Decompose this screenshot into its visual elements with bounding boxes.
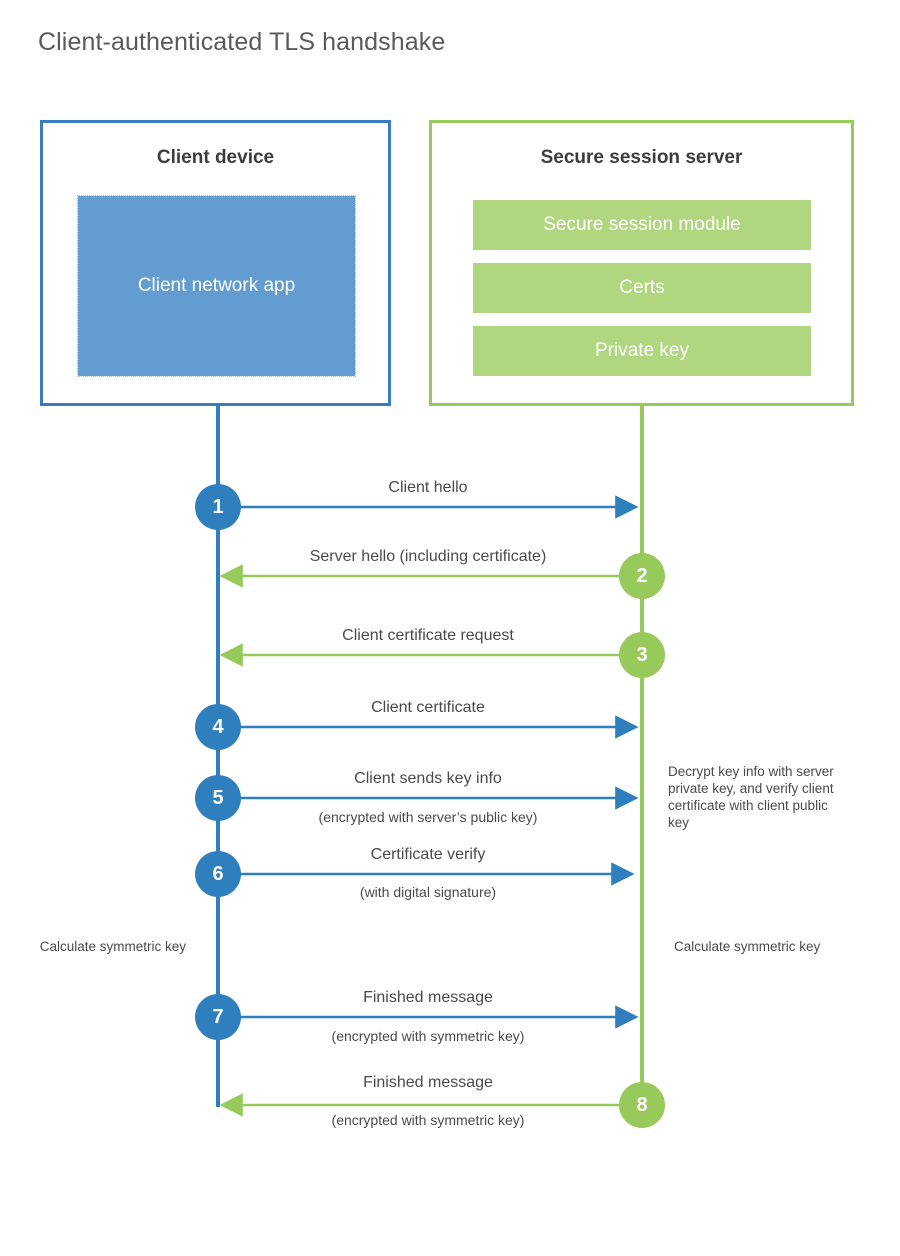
step-circle-8[interactable]: 8 — [619, 1082, 665, 1128]
message-label-step-3: Client certificate request — [342, 627, 514, 644]
message-label-step-7: Finished message — [363, 989, 493, 1006]
message-sublabel-step-5: (encrypted with server’s public key) — [318, 809, 538, 825]
step-circle-6[interactable]: 6 — [195, 851, 241, 897]
server-calculate-symmetric-key-note: Calculate symmetric key — [674, 939, 821, 954]
message-label-step-2: Server hello (including certificate) — [309, 548, 547, 565]
step-circle-5[interactable]: 5 — [195, 775, 241, 821]
message-label-step-6: Certificate verify — [370, 846, 486, 863]
server-component-private-key: Private key — [473, 326, 811, 376]
step-circle-1[interactable]: 1 — [195, 484, 241, 530]
message-sublabel-step-8: (encrypted with symmetric key) — [331, 1112, 525, 1128]
message-label-step-8: Finished message — [363, 1074, 493, 1091]
server-component-label: Secure session module — [543, 214, 741, 235]
step-circle-7[interactable]: 7 — [195, 994, 241, 1040]
step-number: 7 — [212, 1005, 224, 1028]
step-circle-3[interactable]: 3 — [619, 632, 665, 678]
message-sublabel-step-7: (encrypted with symmetric key) — [331, 1028, 525, 1044]
server-component-label: Private key — [595, 340, 689, 361]
server-decrypt-note: Decrypt key info with server private key… — [668, 764, 834, 830]
message-label-step-4: Client certificate — [371, 699, 485, 716]
step-number: 4 — [212, 715, 224, 738]
step-number: 2 — [636, 564, 648, 587]
client-network-app-box: Client network app — [77, 195, 356, 377]
client-lifeline — [216, 404, 220, 1107]
step-number: 6 — [212, 862, 224, 885]
server-component-secure-session-module: Secure session module — [473, 200, 811, 250]
server-component-label: Certs — [619, 277, 665, 298]
secure-session-server-title: Secure session server — [540, 147, 743, 168]
secure-session-server-box: Secure session server Secure session mod… — [429, 120, 854, 406]
message-label-step-1: Client hello — [388, 479, 468, 496]
step-number: 8 — [636, 1093, 648, 1116]
step-circle-4[interactable]: 4 — [195, 704, 241, 750]
message-label-step-5: Client sends key info — [354, 770, 502, 787]
step-circle-2[interactable]: 2 — [619, 553, 665, 599]
message-sublabel-step-6: (with digital signature) — [359, 884, 497, 900]
step-number: 1 — [212, 495, 224, 518]
client-device-title: Client device — [156, 147, 275, 168]
server-component-certs: Certs — [473, 263, 811, 313]
step-number: 5 — [212, 786, 224, 809]
server-lifeline — [640, 404, 644, 1107]
page-title: Client-authenticated TLS handshake — [38, 28, 446, 56]
client-device-box: Client device Client network app — [40, 120, 391, 406]
client-network-app-label: Client network app — [137, 275, 296, 296]
step-number: 3 — [636, 643, 648, 666]
client-calculate-symmetric-key-note: Calculate symmetric key — [39, 939, 186, 954]
